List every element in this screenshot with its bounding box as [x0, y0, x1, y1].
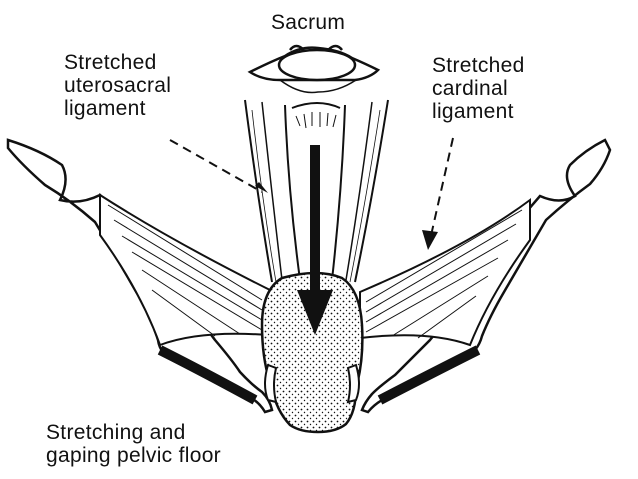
cardinal-label-line-1: Stretched	[432, 54, 525, 77]
cardinal-pointer-head	[422, 230, 438, 250]
rectum-tube	[284, 102, 346, 281]
pelvic-floor-label: Stretching and gaping pelvic floor	[46, 421, 221, 467]
sacrum-label-text: Sacrum	[271, 11, 346, 34]
uterosacral-label: Stretched uterosacral ligament	[64, 51, 171, 120]
pelvic-floor-label-line-2: gaping pelvic floor	[46, 444, 221, 467]
cardinal-label: Stretched cardinal ligament	[432, 54, 525, 123]
uterosacral-label-line-1: Stretched	[64, 51, 157, 74]
cardinal-ligament-left	[99, 193, 272, 347]
uterus-cervix	[260, 271, 364, 434]
downward-force-arrow	[297, 145, 333, 335]
uterosacral-pointer-head	[255, 182, 268, 193]
cardinal-label-line-2: cardinal	[432, 77, 508, 100]
uterosacral-ligaments	[244, 99, 389, 283]
pelvic-floor-label-line-1: Stretching and	[46, 421, 186, 444]
uterosacral-pointer	[169, 139, 263, 193]
sacrum-shape	[247, 44, 381, 94]
cardinal-pointer	[429, 137, 454, 241]
cardinal-label-line-3: ligament	[432, 100, 514, 123]
uterosacral-label-line-3: ligament	[64, 97, 146, 120]
sacrum-label: Sacrum	[271, 11, 345, 34]
cardinal-ligament-right	[359, 198, 531, 347]
uterosacral-label-line-2: uterosacral	[64, 74, 172, 97]
